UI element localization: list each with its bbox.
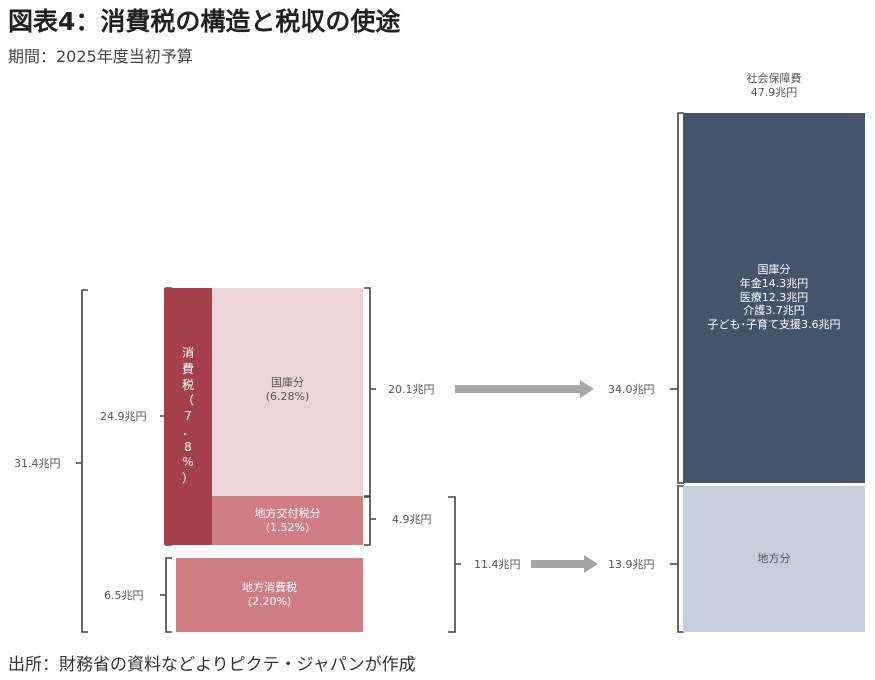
- vertical-char: 消: [181, 346, 194, 361]
- social-line: 介護3.7兆円: [743, 304, 805, 318]
- bracket-social-national: [670, 112, 684, 484]
- social-national-box: 国庫分 年金14.3兆円 医療12.3兆円 介護3.7兆円 子ども･子育て支援3…: [683, 113, 865, 483]
- vertical-char: ）: [181, 471, 194, 486]
- vertical-char: （: [181, 393, 194, 408]
- social-line: 子ども･子育て支援3.6兆円: [707, 318, 841, 331]
- subtitle: 期間：2025年度当初予算: [8, 47, 193, 66]
- social-security-title: 社会保障費: [746, 72, 802, 85]
- bracket-local-consumption: [160, 557, 172, 633]
- vertical-char: 7: [184, 408, 192, 423]
- local-consumption-box: 地方消費税 (2.20%): [176, 558, 363, 632]
- vertical-char: 費: [181, 361, 194, 376]
- consumption-tax-column: 消 費 税 （ 7 ． 8 % ）: [164, 288, 212, 545]
- bracket-national-share: [364, 287, 376, 497]
- social-security-header: 社会保障費 47.9兆円: [683, 72, 865, 100]
- social-local-box: 地方分: [683, 486, 865, 632]
- amount-local-total: 11.4兆円: [474, 558, 521, 571]
- amount-national-share: 20.1兆円: [388, 383, 435, 396]
- national-label: 国庫分: [271, 376, 304, 389]
- vertical-char: 税: [181, 377, 194, 392]
- social-security-total: 47.9兆円: [750, 85, 798, 99]
- amount-local-grant: 4.9兆円: [392, 513, 432, 526]
- social-line: 医療12.3兆円: [739, 290, 809, 304]
- amount-national-total: 24.9兆円: [100, 410, 147, 423]
- amount-social-national: 34.0兆円: [608, 383, 655, 396]
- local-grant-box: 地方交付税分 (1.52%): [212, 496, 363, 545]
- local-grant-rate: (1.52%): [265, 520, 310, 534]
- social-line: 国庫分: [757, 263, 791, 276]
- source-footer: 出所：財務省の資料などよりピクテ・ジャパンが作成: [8, 655, 416, 675]
- social-local-label: 地方分: [757, 552, 791, 566]
- amount-social-local: 13.9兆円: [608, 558, 655, 571]
- amount-local-consumption: 6.5兆円: [104, 589, 144, 602]
- vertical-char: 8: [184, 439, 192, 454]
- local-consumption-label: 地方消費税: [242, 581, 297, 595]
- bracket-local-grant: [364, 496, 376, 546]
- page-title: 図表4：消費税の構造と税収の使途: [8, 7, 401, 36]
- local-consumption-rate: (2.20%): [247, 595, 292, 608]
- vertical-char: %: [182, 455, 194, 470]
- vertical-char: ．: [181, 424, 194, 439]
- bracket-local-total: [448, 496, 461, 633]
- social-line: 年金14.3兆円: [739, 276, 809, 290]
- bracket-total: [76, 289, 88, 633]
- local-grant-label: 地方交付税分: [254, 506, 321, 520]
- national-share-box: 国庫分 (6.28%): [212, 288, 363, 496]
- arrow-national: [455, 380, 594, 398]
- arrow-local: [531, 555, 598, 573]
- amount-total: 31.4兆円: [14, 457, 61, 470]
- national-rate: (6.28%): [265, 389, 310, 403]
- bracket-social-local: [670, 485, 684, 633]
